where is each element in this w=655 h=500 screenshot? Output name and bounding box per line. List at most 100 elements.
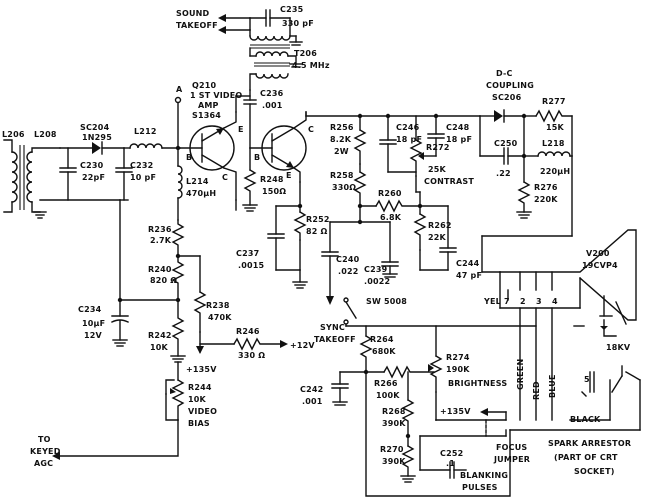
- r264-value: 680K: [372, 347, 396, 356]
- c244-capacitor: [419, 205, 457, 271]
- r248-value: 150Ω: [262, 187, 286, 196]
- sync-takeoff-1: SYNC: [320, 323, 345, 332]
- t206-transformer: [249, 47, 303, 91]
- c230-capacitor: [39, 147, 121, 201]
- spark-label-3: SOCKET): [574, 467, 615, 476]
- r274-value: 190K: [446, 365, 470, 374]
- c234-capacitor: [111, 299, 129, 347]
- r238-value: 470K: [208, 313, 232, 322]
- r258-resistor: [353, 163, 367, 207]
- l218-inductor: [523, 151, 573, 157]
- v200-crt: [481, 229, 637, 325]
- r276-label: R276: [534, 183, 558, 192]
- r258-label: R258: [330, 171, 354, 180]
- r264-label: R264: [370, 335, 394, 344]
- c250-capacitor: [479, 147, 525, 165]
- r248-label: R248: [260, 175, 284, 184]
- r252-resistor: [293, 205, 307, 271]
- contrast-label: CONTRAST: [424, 177, 474, 186]
- c230-label: C230: [80, 161, 104, 170]
- c248-value: 18 pF: [446, 135, 472, 144]
- r276-value: 220K: [534, 195, 558, 204]
- sw5008-label: SW 5008: [366, 297, 407, 306]
- c240-value: .022: [338, 267, 359, 276]
- c236-label: C236: [260, 89, 284, 98]
- r277-resistor: [523, 109, 573, 157]
- q210-label: Q210: [192, 81, 217, 90]
- r248-resistor: [242, 147, 258, 212]
- l212-inductor: [123, 143, 181, 149]
- r272-potentiometer: [387, 115, 437, 177]
- c235-label: C235: [280, 5, 304, 14]
- sc204-type: 1N295: [82, 133, 112, 142]
- c234-value2: 12V: [84, 331, 103, 340]
- r236-value: 2.7K: [150, 236, 172, 245]
- r240-resistor: [171, 255, 185, 301]
- c237-capacitor: [267, 205, 308, 289]
- c232-value: 10 pF: [130, 173, 156, 182]
- r268-resistor: [401, 371, 415, 437]
- r270-label: R270: [380, 445, 404, 454]
- l206-label: L206: [2, 130, 25, 139]
- r260-label: R260: [378, 189, 402, 198]
- r272-value: 25K: [428, 165, 447, 174]
- c250-value: .22: [496, 169, 511, 178]
- l206-l208-coil: [3, 139, 61, 219]
- r244-potentiometer: [165, 379, 185, 421]
- video-bias-1: VIDEO: [188, 407, 217, 416]
- c252-value: .1: [446, 459, 455, 468]
- r238-label: R238: [206, 301, 230, 310]
- r252-value: 82 Ω: [306, 227, 328, 236]
- v200-label: V200: [586, 249, 610, 258]
- plus135v-label-a: +135V: [186, 365, 217, 374]
- c236-value: .001: [262, 101, 283, 110]
- hv-label: 18KV: [606, 343, 631, 352]
- c232-capacitor: [115, 147, 133, 201]
- c236-capacitor: [235, 89, 257, 149]
- spark-label-2: (PART OF CRT: [554, 453, 618, 462]
- r256-value2: 2W: [334, 147, 349, 156]
- dc-coupling-1: D-C: [496, 69, 513, 78]
- c244-value: 47 pF: [456, 271, 482, 280]
- r264-resistor: [359, 335, 373, 373]
- plus12v-label: +12V: [290, 341, 315, 350]
- r236-label: R236: [148, 225, 172, 234]
- q210-desc2: AMP: [198, 101, 219, 110]
- c237-label: C237: [236, 249, 259, 258]
- r266-resistor: [365, 365, 435, 379]
- sound-takeoff-1: SOUND: [176, 9, 210, 18]
- q2-transistor: [249, 111, 307, 183]
- c239-label: C239: [364, 265, 388, 274]
- blanking-label-2: PULSES: [462, 483, 498, 492]
- l214-label: L214: [186, 177, 209, 186]
- sound-takeoff-network: [218, 9, 303, 49]
- spark-label-1: SPARK ARRESTOR: [548, 439, 631, 448]
- plus135v-source: [435, 408, 507, 421]
- r260-resistor: [359, 199, 421, 213]
- r240-label: R240: [148, 265, 172, 274]
- c252-capacitor: [419, 435, 467, 479]
- r236-resistor: [171, 219, 185, 257]
- r238-resistor: [193, 255, 207, 354]
- r242-resistor: [170, 299, 186, 363]
- spark-arrestor: [509, 325, 641, 431]
- to-agc-2: KEYED: [30, 447, 61, 456]
- r252-label: R252: [306, 215, 330, 224]
- r270-resistor: [400, 435, 416, 483]
- r266-label: R266: [374, 379, 398, 388]
- r268-value: 390K: [382, 419, 406, 428]
- c234-value1: 10μF: [82, 319, 105, 328]
- c237-value: .0015: [238, 261, 265, 270]
- q210-e: E: [238, 125, 244, 134]
- sc204-diode: [59, 141, 125, 155]
- c234-label: C234: [78, 305, 102, 314]
- c235-value: 330 pF: [282, 19, 314, 28]
- dc-coupling-2: COUPLING: [486, 81, 534, 90]
- l218-value: 220μH: [540, 167, 570, 176]
- t206-value: 4.5 MHz: [292, 61, 330, 70]
- r266-value: 100K: [376, 391, 400, 400]
- pin3-label: 3: [536, 297, 542, 306]
- v200-type: 19CVP4: [582, 261, 618, 270]
- q2-b: B: [254, 153, 260, 162]
- blue-label: BLUE: [548, 374, 557, 398]
